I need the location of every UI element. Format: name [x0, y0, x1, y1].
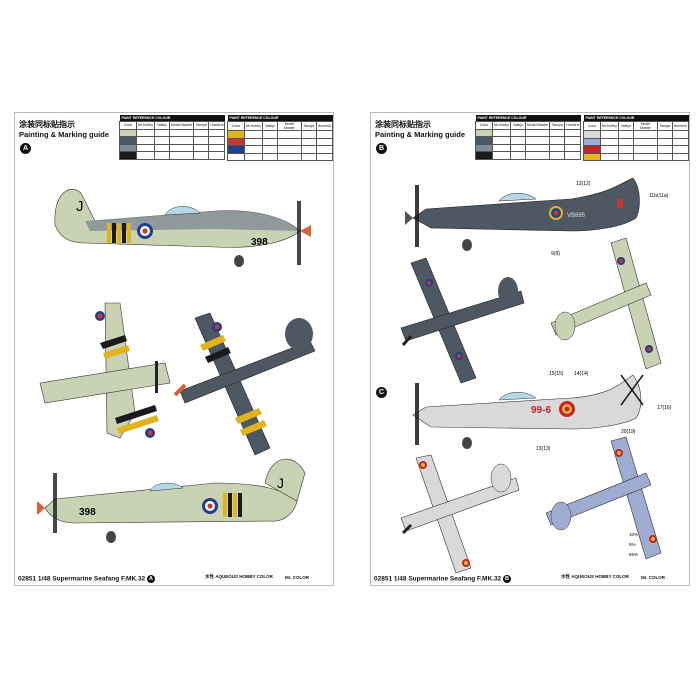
aircraft-drawings-a: J 398 [37, 189, 316, 543]
callout-15: 15(15) [549, 371, 564, 377]
scheme-badge: B [376, 143, 387, 154]
col-header: Color [583, 121, 601, 131]
side-view-aircraft-c: 99-6 15(15) 14(14) 17(16) 13(13) 20(19) [412, 371, 672, 452]
title-english: Painting & Marking guide [19, 130, 110, 139]
callout-9: 9(9) [551, 251, 560, 257]
aircraft-drawings-b: VB895 12(12) 11b(11a) 9(9) [400, 177, 672, 574]
col-header: Color [227, 121, 245, 131]
instruction-sheet-b: 涂装同标贴指示 Painting & Marking guide B C PAI… [370, 112, 690, 586]
footer-title: 02851 1/48 Supermarine Seafang F.MK.32 [18, 575, 146, 583]
footer-title: 02851 1/48 Supermarine Seafang F.MK.32 [374, 575, 502, 583]
col-header: Humbrol [315, 121, 333, 131]
col-header: Humbrol [671, 121, 689, 131]
paint-table-header: PAINT REFERENCE COLOUR [119, 115, 225, 122]
sheet-footer: 02851 1/48 Supermarine Seafang F.MK.32 A [18, 575, 155, 583]
legend-mr-color: Mr. COLOR [285, 575, 310, 580]
paint-table-left: PAINT REFERENCE COLOUR Color Mr.Hobby Va… [119, 115, 226, 160]
plan-view-aircraft-b-under [550, 237, 662, 370]
aircraft-number: 398 [251, 237, 268, 248]
side-view-aircraft-bottom: J 398 [37, 458, 306, 543]
sheet-footer: 02851 1/48 Supermarine Seafang F.MK.32 B [374, 575, 511, 583]
footer-badge: B [503, 575, 511, 583]
instruction-sheet-a: 涂装同标贴指示 Painting & Marking guide A PAINT… [14, 112, 334, 586]
paint-table-right: PAINT REFERENCE COLOUR Color Mr.Hobby Va… [227, 115, 333, 161]
scheme-badge: A [20, 143, 31, 154]
paint-table-header: PAINT REFERENCE COLOUR [475, 115, 581, 122]
scheme-badge: C [376, 387, 387, 398]
percent-85: 85% [629, 552, 638, 557]
plan-view-aircraft-lower [173, 312, 316, 456]
footer-badge: A [147, 575, 155, 583]
aircraft-letter: J [76, 198, 84, 215]
callout-17: 17(16) [657, 405, 672, 411]
callout-12: 12(12) [576, 181, 591, 187]
paint-table-right: PAINT REFERENCE COLOUR Color Mr.Hobby Va… [583, 115, 689, 161]
col-header: Vallejo [617, 121, 634, 131]
paint-table-header: PAINT REFERENCE COLOUR [583, 115, 689, 122]
callout-20: 20(19) [621, 429, 636, 435]
callout-13: 13(13) [536, 446, 551, 452]
title-chinese: 涂装同标贴指示 [375, 120, 431, 129]
legend-aqueous: 水性 AQUEOUS HOBBY COLOR [205, 574, 273, 579]
col-header: Vallejo [261, 121, 278, 131]
aircraft-number: 398 [79, 507, 96, 518]
percent-5: 5% [629, 542, 636, 547]
side-view-aircraft: J 398 [54, 189, 311, 267]
percent-10: 10% [629, 532, 638, 537]
aircraft-letter: J [277, 475, 284, 491]
plan-view-aircraft-b-dark [400, 257, 525, 384]
serial-number: VB895 [567, 213, 586, 219]
title-chinese: 涂装同标贴指示 [19, 120, 75, 129]
legend-mr-color: Mr. COLOR [641, 575, 666, 580]
paint-table-left: PAINT REFERENCE COLOUR Color Mr.Hobby Va… [475, 115, 582, 160]
callout-11: 11b(11a) [649, 193, 669, 199]
callout-14: 14(14) [574, 371, 589, 377]
plan-view-aircraft-upper [39, 302, 171, 439]
plan-view-aircraft-c-top [400, 454, 520, 574]
legend-aqueous: 水性 AQUEOUS HOBBY COLOR [561, 574, 629, 579]
serial-number: 99-6 [531, 405, 551, 416]
title-english: Painting & Marking guide [375, 130, 466, 139]
plan-view-aircraft-c-under: 10% 5% 85% [545, 436, 662, 560]
side-view-aircraft-b: VB895 12(12) 11b(11a) 9(9) [405, 177, 669, 257]
color-swatch [119, 151, 137, 160]
paint-table-header: PAINT REFERENCE COLOUR [227, 115, 333, 122]
